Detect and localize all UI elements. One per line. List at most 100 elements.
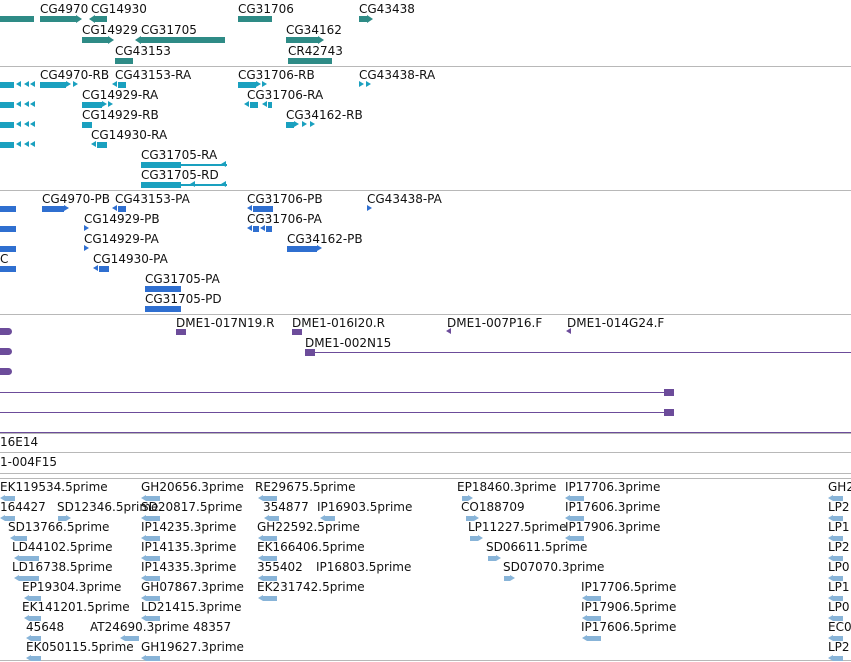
feature-glyph[interactable] [504,576,510,581]
feature-glyph[interactable] [263,576,277,581]
feature-glyph[interactable] [833,576,843,581]
feature-glyph[interactable] [176,329,186,335]
feature-glyph[interactable] [42,206,64,212]
feature-glyph[interactable] [833,616,843,621]
feature-label[interactable]: 355402 [257,560,303,574]
feature-label[interactable]: CG4970-RB [40,68,110,82]
feature-label[interactable]: LP0 [828,560,850,574]
feature-glyph[interactable] [99,266,109,272]
feature-label[interactable]: 45648 [26,620,65,634]
feature-label[interactable]: IP17606.3prime [565,500,661,514]
feature-glyph[interactable] [587,596,601,601]
feature-label[interactable]: CG31706-PB [247,192,323,206]
feature-label[interactable]: DME1-007P16.F [447,316,543,330]
feature-label[interactable]: 48357 [193,620,232,634]
feature-glyph[interactable] [146,576,160,581]
feature-glyph[interactable] [587,636,601,641]
feature-label[interactable]: IP17606.5prime [581,620,677,634]
feature-label[interactable]: CG14929 [82,23,138,37]
feature-glyph[interactable] [288,58,332,64]
feature-glyph[interactable] [0,412,670,413]
feature-glyph[interactable] [31,636,41,641]
feature-glyph[interactable] [359,16,367,22]
feature-label[interactable]: CG31705-RA [141,148,218,162]
feature-glyph[interactable] [488,556,496,561]
feature-label[interactable]: LP2 [828,500,850,514]
feature-glyph[interactable] [462,496,468,501]
feature-glyph[interactable] [146,516,160,521]
feature-label[interactable]: GH07867.3prime [141,580,244,594]
clone-end-glyph[interactable] [0,328,12,335]
feature-glyph[interactable] [286,122,294,128]
feature-glyph[interactable] [570,496,584,501]
feature-label[interactable]: SD13766.5prime [8,520,110,534]
feature-label[interactable]: CG14929-RA [82,88,159,102]
clone-end-glyph[interactable] [0,368,12,375]
feature-glyph[interactable] [82,37,108,43]
feature-glyph[interactable] [181,164,227,166]
feature-label[interactable]: CG43438-PA [367,192,442,206]
feature-label[interactable]: CG14929-PB [84,212,160,226]
feature-glyph[interactable] [833,516,843,521]
feature-label[interactable]: CG31706-RA [247,88,324,102]
feature-label[interactable]: GH22592.5prime [257,520,360,534]
feature-label[interactable]: CO188709 [461,500,525,514]
feature-glyph[interactable] [58,516,66,521]
feature-label[interactable]: CG43153-RA [115,68,192,82]
feature-label[interactable]: IP17906.5prime [581,600,677,614]
feature-glyph[interactable] [833,596,843,601]
feature-glyph[interactable] [470,536,478,541]
feature-glyph[interactable] [833,636,843,641]
feature-glyph[interactable] [315,352,851,353]
feature-label[interactable]: SD07070.3prime [503,560,605,574]
feature-label[interactable]: RE29675.5prime [255,480,356,494]
feature-label[interactable]: CG43153-PA [115,192,190,206]
feature-glyph[interactable] [0,206,16,212]
feature-glyph[interactable] [95,16,107,22]
feature-label[interactable]: GH19627.3prime [141,640,244,654]
feature-glyph[interactable] [263,536,277,541]
feature-label[interactable]: CG4970-PB [42,192,111,206]
feature-label[interactable]: DME1-014G24.F [567,316,665,330]
feature-label[interactable]: LD44102.5prime [12,540,113,554]
feature-glyph[interactable] [833,556,843,561]
feature-glyph[interactable] [115,58,133,64]
feature-label[interactable]: CG31706-RB [238,68,315,82]
feature-label[interactable]: SD06611.5prime [486,540,588,554]
feature-glyph[interactable] [664,389,674,396]
feature-glyph[interactable] [0,16,34,22]
feature-label[interactable]: 16E14 [0,435,39,449]
feature-glyph[interactable] [31,656,41,661]
feature-glyph[interactable] [5,516,15,521]
feature-glyph[interactable] [263,596,277,601]
feature-glyph[interactable] [0,392,670,393]
feature-label[interactable]: IP16803.5prime [316,560,412,574]
feature-label[interactable]: CG34162 [286,23,342,37]
feature-glyph[interactable] [141,162,181,168]
feature-glyph[interactable] [305,349,315,356]
feature-glyph[interactable] [19,576,39,581]
feature-label[interactable]: EP18460.3prime [457,480,557,494]
feature-label[interactable]: LP2 [828,540,850,554]
feature-glyph[interactable] [146,656,160,661]
feature-glyph[interactable] [833,656,843,661]
feature-label[interactable]: 164427 [0,500,46,514]
feature-glyph[interactable] [145,286,181,292]
feature-label[interactable]: EP19304.3prime [22,580,122,594]
feature-glyph[interactable] [286,37,318,43]
feature-label[interactable]: 354877 [263,500,309,514]
feature-glyph[interactable] [263,556,277,561]
feature-label[interactable]: LP11227.5prime [468,520,567,534]
feature-label[interactable]: CG34162-RB [286,108,363,122]
feature-label[interactable]: IP14135.3prime [141,540,237,554]
feature-label[interactable]: LD16738.5prime [12,560,113,574]
feature-label[interactable]: CG14930-RA [91,128,168,142]
feature-label[interactable]: EK166406.5prime [257,540,365,554]
feature-glyph[interactable] [146,616,160,621]
feature-glyph[interactable] [0,246,16,252]
feature-glyph[interactable] [0,82,14,88]
feature-glyph[interactable] [40,82,66,88]
feature-label[interactable]: CG31705-RD [141,168,219,182]
feature-label[interactable]: GH20656.3prime [141,480,244,494]
feature-label[interactable]: LP0 [828,600,850,614]
